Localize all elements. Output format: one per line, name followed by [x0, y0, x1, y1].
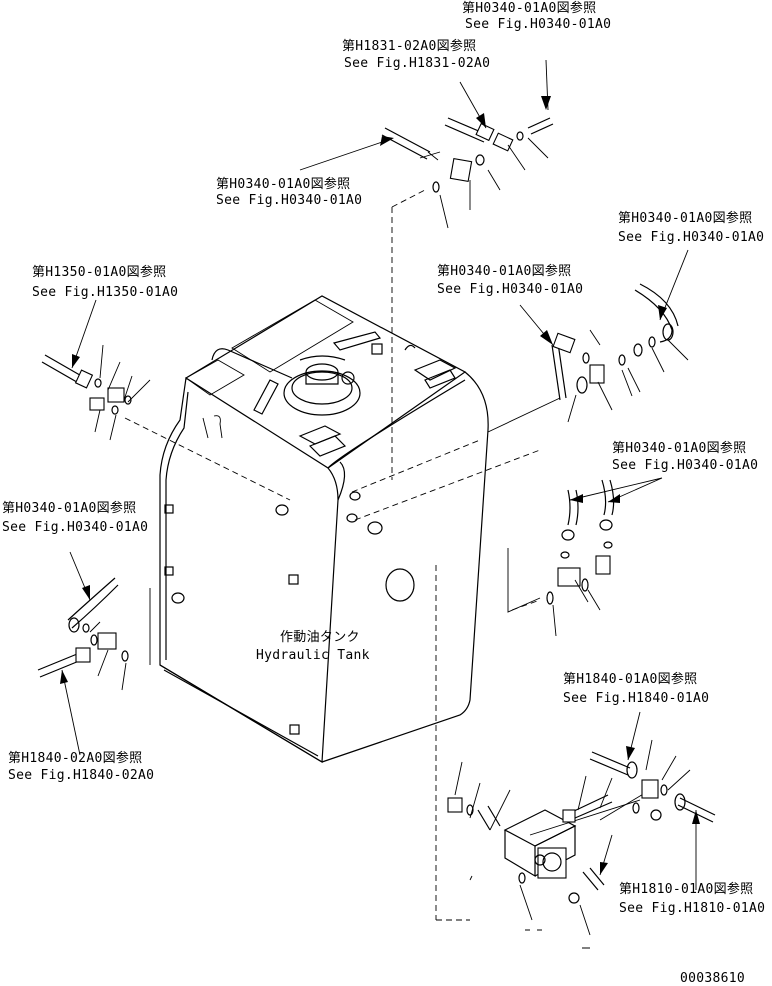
- callout-h1810: 第H1810-01A0図参照 See Fig.H1810-01A0: [619, 881, 765, 916]
- fittings-right-upper: [519, 249, 689, 423]
- callout-en: See Fig.H1350-01A0: [32, 285, 178, 300]
- tank-label-jp: 作動油タンク: [280, 630, 360, 645]
- callout-jp: 第H1350-01A0図参照: [32, 264, 166, 280]
- callout-h1840-01: 第H1840-01A0図参照 See Fig.H1840-01A0: [563, 671, 709, 706]
- callout-jp: 第H0340-01A0図参照: [462, 0, 596, 16]
- callout-h0340-left: 第H0340-01A0図参照 See Fig.H0340-01A0: [2, 500, 148, 535]
- callout-h1350: 第H1350-01A0図参照 See Fig.H1350-01A0: [32, 264, 178, 300]
- callout-en: See Fig.H1831-02A0: [344, 56, 490, 71]
- drawing-number: 00038610: [680, 971, 745, 986]
- fittings-left-upper: [41, 299, 151, 441]
- callout-h1831: 第H1831-02A0図参照 See Fig.H1831-02A0: [342, 38, 490, 71]
- callout-h0340-middle: 第H0340-01A0図参照 See Fig.H0340-01A0: [437, 263, 583, 297]
- callout-en: See Fig.H0340-01A0: [618, 230, 764, 245]
- tank-label: 作動油タンク Hydraulic Tank: [256, 630, 370, 663]
- tank-label-en: Hydraulic Tank: [256, 648, 370, 663]
- callout-en: See Fig.H0340-01A0: [2, 520, 148, 535]
- callout-jp: 第H0340-01A0図参照: [216, 176, 350, 192]
- callout-jp: 第H1810-01A0図参照: [619, 881, 753, 897]
- callout-en: See Fig.H0340-01A0: [437, 282, 583, 297]
- callout-en: See Fig.H0340-01A0: [216, 193, 362, 208]
- fittings-top: [299, 59, 554, 229]
- callout-jp: 第H0340-01A0図参照: [612, 440, 746, 456]
- fittings-bottom: [447, 711, 716, 936]
- callout-jp: 第H1831-02A0図参照: [342, 38, 476, 54]
- leader-marks: [525, 929, 590, 949]
- callout-en: See Fig.H0340-01A0: [465, 17, 611, 32]
- callout-h0340-lower-right: 第H0340-01A0図参照 See Fig.H0340-01A0: [612, 440, 758, 473]
- fittings-right-mid: [546, 477, 663, 637]
- callout-h0340-top: 第H0340-01A0図参照 See Fig.H0340-01A0: [462, 0, 611, 32]
- callout-jp: 第H1840-01A0図参照: [563, 671, 697, 687]
- callout-h1840-02: 第H1840-02A0図参照 See Fig.H1840-02A0: [8, 750, 154, 783]
- callout-jp: 第H0340-01A0図参照: [2, 500, 136, 516]
- callout-jp: 第H0340-01A0図参照: [437, 263, 571, 279]
- callout-en: See Fig.H1810-01A0: [619, 901, 765, 916]
- callout-h0340-upper-left: 第H0340-01A0図参照 See Fig.H0340-01A0: [216, 176, 362, 208]
- callout-en: See Fig.H1840-02A0: [8, 768, 154, 783]
- callout-jp: 第H0340-01A0図参照: [618, 210, 752, 226]
- callout-h0340-right: 第H0340-01A0図参照 See Fig.H0340-01A0: [618, 210, 764, 245]
- fittings-left-lower: [37, 551, 129, 756]
- pipe-lines: [149, 397, 651, 836]
- callout-jp: 第H1840-02A0図参照: [8, 750, 142, 766]
- callout-en: See Fig.H1840-01A0: [563, 691, 709, 706]
- hydraulic-tank: [159, 295, 489, 764]
- centre-lines: [124, 189, 541, 921]
- callout-en: See Fig.H0340-01A0: [612, 458, 758, 473]
